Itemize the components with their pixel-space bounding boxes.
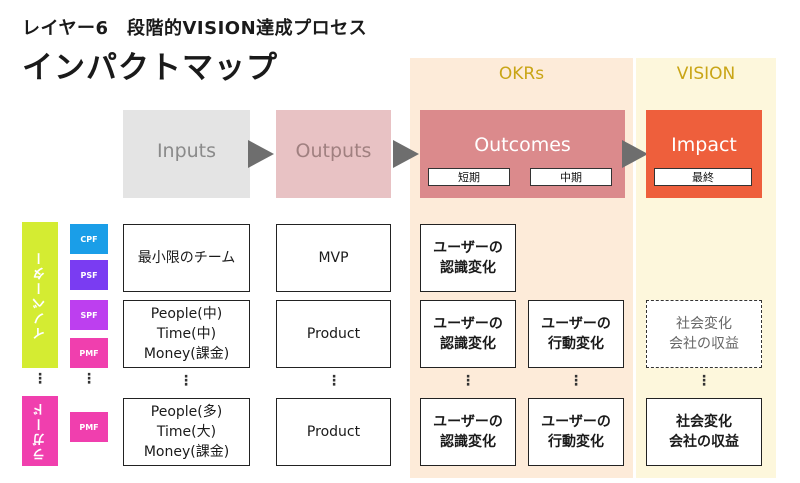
cell-r2-outcome-short: ユーザーの 認識変化 — [420, 300, 516, 368]
side-label-laggard: ラガード — [22, 396, 58, 466]
cell-r3-impact: 社会変化 会社の収益 — [646, 398, 762, 466]
stage-outcomes: Outcomes 短期 中期 — [420, 110, 625, 198]
cell-text: ユーザーの — [433, 315, 503, 332]
page-subtitle: レイヤー6 段階的VISION達成プロセス — [22, 18, 368, 39]
tag-short-term: 短期 — [428, 168, 510, 186]
cell-r2-outputs: Product — [276, 300, 391, 368]
cell-text: Time(大) — [156, 423, 217, 440]
cell-text: Product — [306, 325, 361, 342]
stage-outcomes-label: Outcomes — [474, 134, 571, 156]
cell-r2-impact: 社会変化 会社の収益 — [646, 300, 762, 368]
cell-text: 認識変化 — [440, 336, 496, 352]
cell-text: 行動変化 — [548, 336, 604, 352]
badge-cpf: CPF — [70, 224, 108, 254]
badge-pmf: PMF — [70, 412, 108, 442]
side-label-innovator-text: イノベーター — [32, 250, 48, 340]
cell-r3-outputs: Product — [276, 398, 391, 466]
ellipsis-icon: ⋮ — [82, 371, 96, 387]
cell-text: MVP — [318, 249, 349, 266]
stage-inputs: Inputs — [123, 110, 250, 198]
cell-r1-outputs: MVP — [276, 224, 391, 292]
stage-impact: Impact 最終 — [646, 110, 762, 198]
ellipsis-icon: ⋮ — [179, 373, 193, 389]
stage-impact-label: Impact — [671, 134, 737, 156]
cell-text: 認識変化 — [440, 434, 496, 450]
cell-text: 認識変化 — [440, 260, 496, 276]
cell-r1-outcome-short: ユーザーの 認識変化 — [420, 224, 516, 292]
cell-text: Money(課金) — [143, 346, 230, 363]
okrs-label: OKRs — [498, 64, 545, 84]
cell-text: 行動変化 — [548, 434, 604, 450]
tag-final: 最終 — [654, 168, 752, 186]
cell-text: ユーザーの — [541, 413, 611, 430]
badge-psf: PSF — [70, 260, 108, 290]
cell-text: 社会変化 — [676, 315, 732, 332]
arrow-right-icon — [393, 140, 419, 168]
tag-mid-term: 中期 — [530, 168, 612, 186]
cell-text: People(中) — [150, 305, 223, 322]
cell-text: 最小限のチーム — [137, 249, 236, 266]
vision-label: VISION — [676, 64, 736, 84]
cell-text: Money(課金) — [143, 444, 230, 461]
cell-text: ユーザーの — [433, 413, 503, 430]
ellipsis-icon: ⋮ — [461, 373, 475, 389]
cell-text: People(多) — [150, 403, 223, 420]
ellipsis-icon: ⋮ — [33, 371, 47, 387]
side-label-laggard-text: ラガード — [32, 401, 48, 461]
stage-outputs-label: Outputs — [295, 140, 372, 162]
stage-outputs: Outputs — [276, 110, 391, 198]
cell-text: 社会変化 — [676, 413, 732, 430]
ellipsis-icon: ⋮ — [327, 373, 341, 389]
cell-r3-outcome-short: ユーザーの 認識変化 — [420, 398, 516, 466]
cell-r2-outcome-mid: ユーザーの 行動変化 — [528, 300, 624, 368]
ellipsis-icon: ⋮ — [569, 373, 583, 389]
badge-spf: SPF — [70, 300, 108, 330]
cell-text: Time(中) — [156, 325, 217, 342]
page-title: インパクトマップ — [22, 50, 278, 86]
cell-text: ユーザーの — [541, 315, 611, 332]
cell-text: 会社の収益 — [669, 336, 739, 352]
arrow-right-icon — [622, 140, 648, 168]
arrow-right-icon — [248, 140, 274, 168]
cell-r3-outcome-mid: ユーザーの 行動変化 — [528, 398, 624, 466]
cell-r1-inputs: 最小限のチーム — [123, 224, 250, 292]
cell-text: ユーザーの — [433, 239, 503, 256]
cell-text: Product — [306, 423, 361, 440]
cell-r3-inputs: People(多) Time(大) Money(課金) — [123, 398, 250, 466]
stage-inputs-label: Inputs — [156, 140, 217, 162]
ellipsis-icon: ⋮ — [697, 373, 711, 389]
cell-text: 会社の収益 — [669, 434, 739, 450]
side-label-innovator: イノベーター — [22, 222, 58, 368]
badge-pmf: PMF — [70, 338, 108, 368]
cell-r2-inputs: People(中) Time(中) Money(課金) — [123, 300, 250, 368]
